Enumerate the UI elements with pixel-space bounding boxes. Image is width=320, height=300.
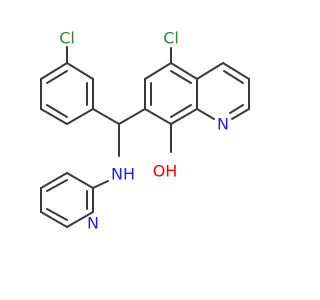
methine-quinoline-bond — [118, 108, 146, 125]
nh-amine-label: NH — [111, 165, 135, 184]
nh-pyridyl-bond — [92, 180, 109, 189]
n-quinoline-label: N — [217, 115, 229, 134]
cl-phenyl-label: Cl — [59, 29, 75, 48]
chlorophenyl-ring — [40, 62, 94, 125]
quinoline-benzo-ring — [144, 62, 198, 125]
molecule-structure-diagram: Cl Cl N N NH OH — [40, 29, 250, 233]
oh-hydroxyl-label: OH — [153, 162, 178, 181]
pyridine-ring — [40, 172, 94, 228]
quinoline-pyridine-ring — [196, 62, 250, 120]
n-pyridine-label: N — [87, 214, 99, 233]
phenyl-methine-bond — [92, 108, 120, 125]
cl-quinoline-label: Cl — [163, 29, 179, 48]
